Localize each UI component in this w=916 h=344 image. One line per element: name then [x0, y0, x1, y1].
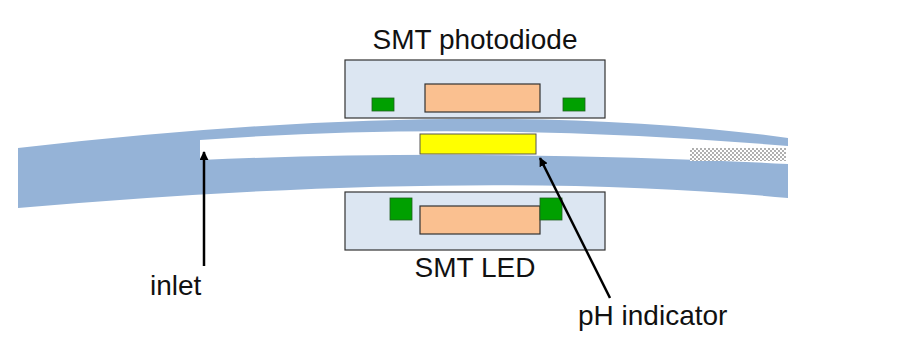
part-heading: SMT photodiode	[373, 24, 578, 56]
led-pad	[540, 198, 562, 220]
ph-indicator-spot	[420, 134, 536, 154]
led-die	[420, 206, 540, 234]
absorbent-pad	[690, 148, 786, 161]
inlet-label: inlet	[150, 270, 201, 302]
part-heading: SMT LED	[415, 252, 536, 284]
photodiode-die	[425, 84, 540, 112]
indicator-label: pH indicator	[578, 300, 727, 332]
led-package: SMT LED	[345, 192, 605, 250]
indicator-arrow	[540, 158, 610, 298]
inlet-arrow	[203, 152, 206, 266]
photodiode-package: SMT photodiode	[345, 60, 605, 118]
led-package	[345, 192, 605, 250]
photodiode-pad	[563, 98, 585, 111]
led-pad	[390, 198, 412, 220]
flow-channel	[200, 131, 788, 164]
photodiode-package	[345, 60, 605, 118]
photodiode-pad	[372, 98, 394, 111]
